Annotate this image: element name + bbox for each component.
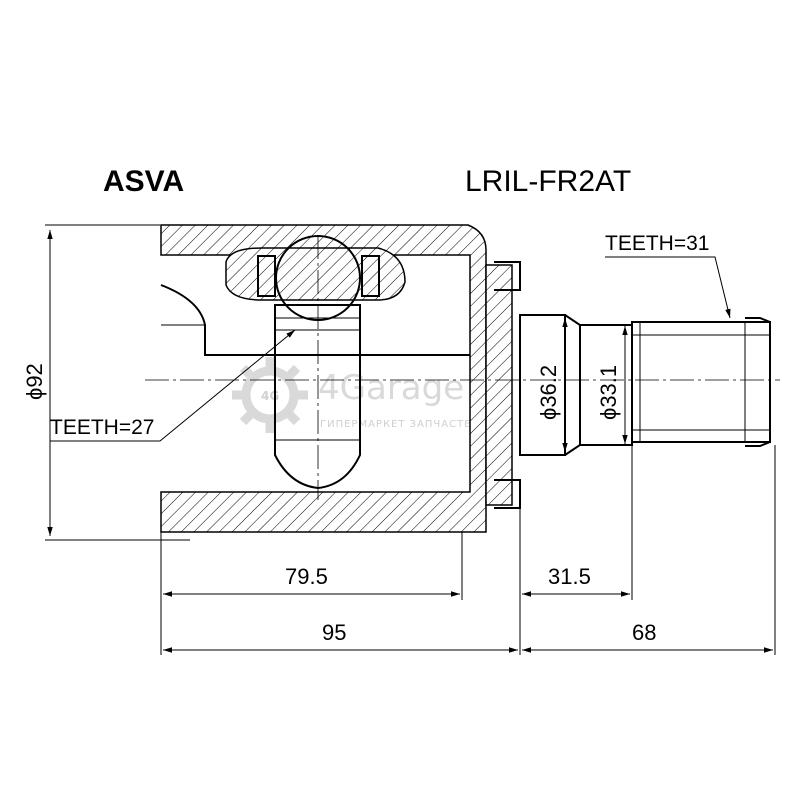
dim-diameter-seal: ϕ36.2: [536, 318, 568, 452]
dim-diameter-shaft: ϕ33.1: [596, 326, 628, 444]
dim-diameter-shaft-label: ϕ33.1: [596, 365, 621, 420]
housing-section: [160, 224, 487, 533]
dim-length-neck-label: 31.5: [548, 564, 591, 589]
dim-diameter-seal-label: ϕ36.2: [536, 365, 561, 420]
watermark-logo-text: 4G: [261, 389, 279, 403]
splined-shaft: [631, 317, 771, 447]
dim-length-bore-label: 79.5: [285, 564, 328, 589]
teeth-outer-label: TEETH=31: [605, 232, 709, 255]
dim-length-body-label: 95: [322, 620, 346, 645]
watermark-gear-icon: 4G: [232, 357, 308, 433]
dim-diameter-body: ϕ92: [22, 224, 190, 541]
teeth-inner-label: TEETH=27: [50, 416, 154, 439]
dim-length-shaft-label: 68: [632, 620, 656, 645]
part-number-label: LRIL-FR2AT: [465, 165, 631, 198]
dim-length-neck: 31.5: [522, 564, 630, 597]
dim-length-shaft: 68: [522, 620, 773, 653]
watermark-name: 4Garage: [318, 368, 464, 408]
brand-label: ASVA: [103, 165, 184, 198]
watermark-tagline: ГИПЕРМАРКЕТ ЗАПЧАСТЕЙ: [320, 417, 480, 430]
watermark: 4G 4Garage ГИПЕРМАРКЕТ ЗАПЧАСТЕЙ: [232, 357, 480, 433]
dim-length-bore: 79.5: [163, 564, 460, 597]
dim-length-body: 95: [163, 620, 518, 653]
seal-flange: [485, 261, 521, 509]
dim-diameter-body-label: ϕ92: [22, 363, 47, 400]
